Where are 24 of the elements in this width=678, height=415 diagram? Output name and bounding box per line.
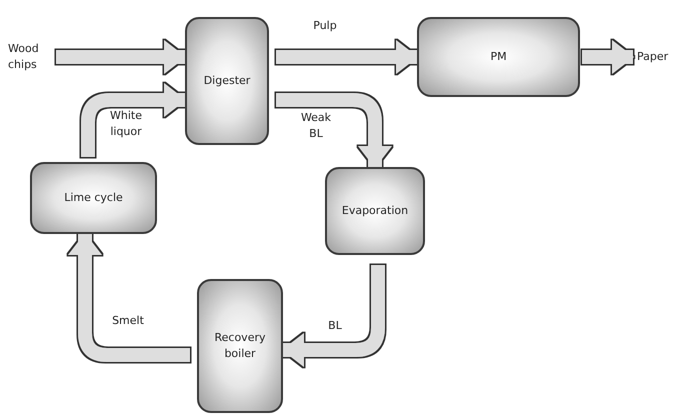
edge-label: White liquor xyxy=(109,108,143,140)
edge-label: Smelt xyxy=(111,313,145,329)
process-name: Lime cycle xyxy=(64,190,123,206)
block-arrow xyxy=(56,40,186,74)
block-arrow xyxy=(276,93,392,168)
process-name: Evaporation xyxy=(342,202,408,219)
process-box xyxy=(417,17,580,97)
block-arrow xyxy=(276,40,418,74)
process-name: PM xyxy=(490,48,507,65)
stream-label: Paper xyxy=(637,49,668,65)
block-arrow xyxy=(68,233,190,362)
process-box xyxy=(185,17,269,145)
stream-label: Wood chips xyxy=(8,41,40,73)
process-box xyxy=(325,167,425,255)
process-box xyxy=(30,162,157,234)
block-arrow xyxy=(582,40,634,74)
edge-label: BL xyxy=(327,318,343,334)
edge-label: Weak BL xyxy=(300,110,332,142)
block-arrow xyxy=(81,83,186,157)
block-arrow xyxy=(282,265,385,367)
process-name: Digester xyxy=(204,72,250,89)
edge-label: Pulp xyxy=(312,18,338,34)
process-box xyxy=(197,279,283,413)
process-name: Recovery boiler xyxy=(213,330,266,362)
